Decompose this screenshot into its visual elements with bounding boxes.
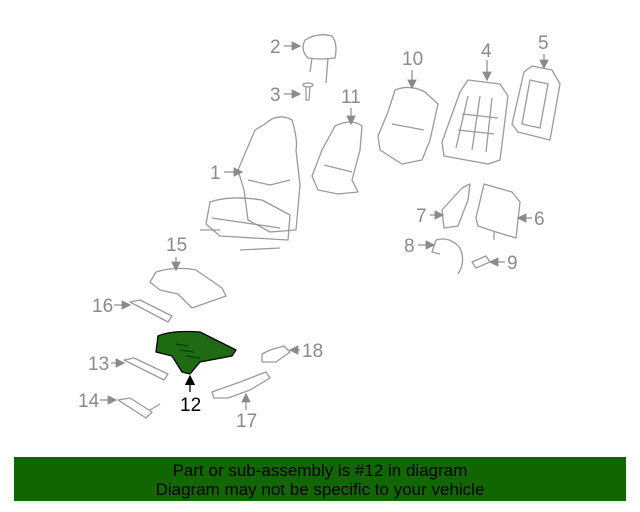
banner-line-part-number: Part or sub-assembly is #12 in diagram [172, 461, 468, 480]
callout-1[interactable]: 1 [210, 163, 221, 184]
part-9-clip[interactable] [471, 255, 491, 269]
callout-2[interactable]: 2 [270, 37, 281, 58]
callout-9[interactable]: 9 [507, 253, 518, 274]
part-13-bolster[interactable] [123, 357, 169, 381]
part-6-module[interactable] [475, 183, 521, 240]
part-12-cushion-frame-highlighted[interactable] [155, 330, 237, 375]
callout-4[interactable]: 4 [481, 41, 492, 62]
part-8-harness[interactable] [431, 238, 464, 275]
part-1-seat-assembly[interactable] [200, 116, 301, 251]
parts-diagram [100, 34, 561, 419]
part-2-headrest[interactable] [302, 34, 337, 84]
callout-16[interactable]: 16 [92, 296, 114, 317]
callout-15[interactable]: 15 [166, 235, 188, 256]
callout-8[interactable]: 8 [404, 236, 415, 257]
callout-10[interactable]: 10 [402, 49, 424, 70]
part-11-backrest-cover[interactable] [311, 121, 363, 195]
part-3-guide-sleeve[interactable] [302, 82, 314, 101]
callout-6[interactable]: 6 [534, 209, 545, 230]
callout-5[interactable]: 5 [538, 33, 549, 54]
part-15-cushion-pad[interactable] [149, 267, 227, 309]
callout-3[interactable]: 3 [270, 85, 281, 106]
part-5-backrest-panel[interactable] [511, 65, 561, 141]
part-14-heater-pad[interactable] [117, 397, 161, 419]
part-7-trim-cover[interactable] [441, 183, 471, 229]
callout-7[interactable]: 7 [416, 206, 427, 227]
part-18-bracket[interactable] [261, 345, 291, 363]
part-16-bolster[interactable] [129, 299, 173, 323]
part-17-side-trim[interactable] [211, 371, 271, 399]
part-4-backrest-frame[interactable] [441, 79, 509, 165]
callout-12-highlighted[interactable]: 12 [180, 395, 202, 416]
part-10-backrest-trim[interactable] [377, 86, 439, 165]
info-banner: Part or sub-assembly is #12 in diagram D… [14, 457, 626, 501]
callout-11[interactable]: 11 [341, 87, 361, 108]
callout-13[interactable]: 13 [88, 354, 110, 375]
banner-line-disclaimer: Diagram may not be specific to your vehi… [155, 480, 485, 499]
callout-18[interactable]: 18 [302, 341, 324, 362]
callout-17[interactable]: 17 [236, 411, 258, 432]
callout-14[interactable]: 14 [78, 391, 100, 412]
